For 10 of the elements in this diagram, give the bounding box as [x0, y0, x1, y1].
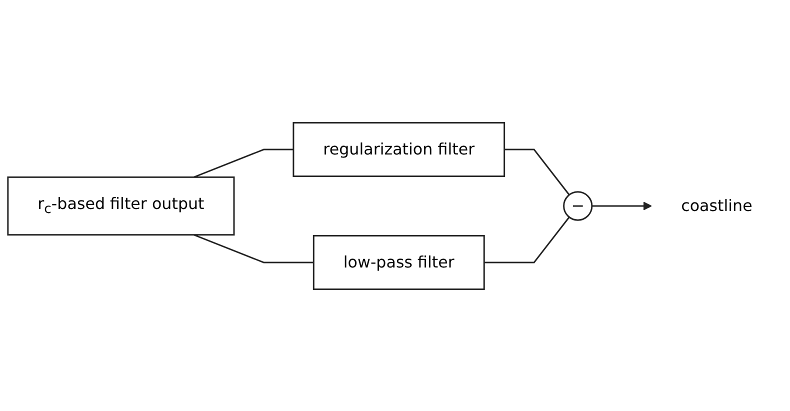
node-text: coastline [681, 196, 752, 214]
arrow [592, 201, 652, 210]
connector [194, 148, 294, 178]
node-box: r$_{c}$-based filter output [7, 176, 235, 236]
node-box: regularization filter [292, 122, 506, 177]
connector [194, 234, 314, 263]
connector [484, 216, 570, 263]
node-circle: − [563, 190, 593, 220]
node-box: low-pass filter [312, 234, 485, 290]
connector [504, 148, 570, 195]
